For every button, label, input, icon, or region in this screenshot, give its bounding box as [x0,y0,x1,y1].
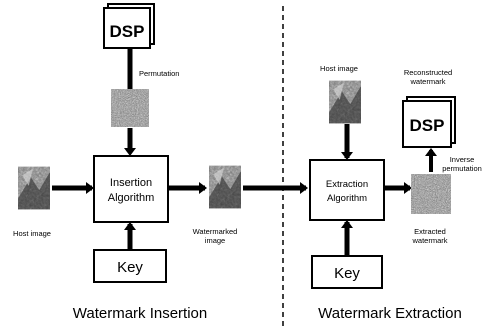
extraction-algorithm-line1: Extraction [326,179,368,190]
arrow-right-icon [404,182,412,194]
insertion-algorithm-box [93,155,169,223]
key-label: Key [334,265,360,282]
insertion-algorithm-line1: Insertion [110,177,152,189]
extraction-connectors [341,124,437,256]
watermarked-label-line1: Watermarked [193,227,238,236]
inverse-permutation-line2: permutation [442,164,482,173]
arrow-down-icon [124,148,136,156]
watermarked-image-icon [209,166,241,209]
arrow-right-icon [300,182,308,194]
watermarked-label-line2: image [205,236,225,245]
scrambled-watermark-icon [411,174,451,214]
dsp-logo-box-extraction: DSP [402,96,456,148]
extracted-watermark-label-line2: watermark [411,236,447,245]
arrow-right-icon [86,182,94,194]
extraction-algorithm-box [309,159,385,221]
host-image-label: Host image [13,229,51,238]
section-title-extraction: Watermark Extraction [318,305,462,322]
arrow-up-icon [341,220,353,228]
dsp-label: DSP [110,22,145,41]
arrow-right-icon [199,182,207,194]
key-box-extraction [311,255,383,289]
dsp-logo-box-insertion: DSP [103,3,155,49]
arrow-up-icon [124,222,136,230]
extraction-algorithm-line2: Algorithm [327,193,367,204]
arrow-down-icon [341,152,353,160]
dsp-label: DSP [410,116,445,135]
host-image-icon [329,81,361,124]
key-box-insertion [93,249,167,283]
key-label: Key [117,259,143,276]
arrow-up-icon [425,148,437,156]
reconstructed-watermark-label-line1: Reconstructed [404,68,452,77]
reconstructed-watermark-label-line2: watermark [409,77,445,86]
section-title-insertion: Watermark Insertion [73,305,207,322]
host-image-icon [18,167,50,210]
extracted-watermark-label-line1: Extracted [414,227,446,236]
insertion-connectors [52,48,207,250]
permutation-label: Permutation [139,69,179,78]
scrambled-watermark-icon [111,89,149,127]
host-image-label-extraction: Host image [320,64,358,73]
insertion-algorithm-line2: Algorithm [108,192,154,204]
inverse-permutation-line1: Inverse [450,155,475,164]
